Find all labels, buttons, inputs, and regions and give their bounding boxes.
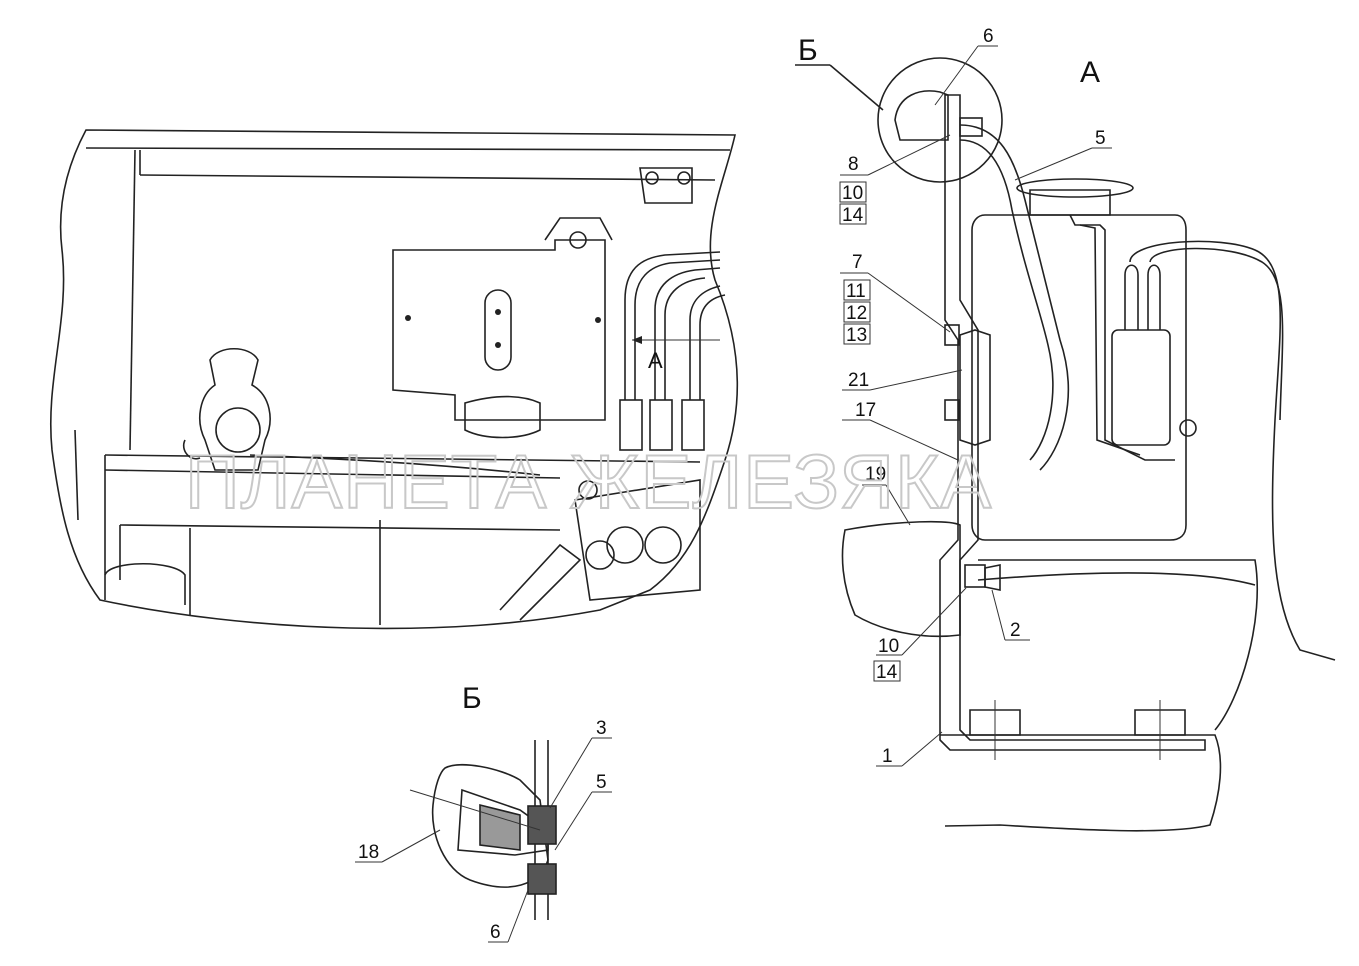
view-b-title: Б <box>462 682 482 715</box>
callout-8: 8 <box>848 154 859 175</box>
view-a-section-label: А <box>648 348 663 373</box>
callout-11: 11 <box>846 281 866 302</box>
callout-17: 17 <box>855 400 876 421</box>
callout-2: 2 <box>1010 620 1021 641</box>
callout-12-box <box>843 301 871 323</box>
callout-1: 1 <box>882 746 893 767</box>
callout-3: 3 <box>596 718 607 739</box>
view-a-title: А <box>1080 56 1100 89</box>
callout-5-detail: 5 <box>596 772 607 793</box>
view-b-callout <box>795 64 884 111</box>
detail-b-view <box>409 740 557 920</box>
callout-21: 21 <box>848 370 869 391</box>
leader-lines-view-b <box>355 737 612 943</box>
view-a-tank-assembly <box>841 57 1336 832</box>
callout-10-a: 10 <box>842 183 863 204</box>
callout-11-box <box>843 279 871 301</box>
callout-14-b: 14 <box>876 662 898 683</box>
callout-5-top: 5 <box>1095 128 1106 149</box>
callout-13: 13 <box>846 325 867 346</box>
main-assembly-view <box>49 129 739 630</box>
callout-18: 18 <box>358 842 379 863</box>
callout-13-box <box>843 323 871 345</box>
callout-14-box-a <box>839 203 867 225</box>
callout-14-box-b <box>873 660 901 682</box>
callout-19: 19 <box>865 464 886 485</box>
callout-14-a: 14 <box>842 205 864 226</box>
callout-10-b: 10 <box>878 636 899 657</box>
callout-10-box-a <box>839 181 867 203</box>
callout-6-top: 6 <box>983 26 994 47</box>
callout-7: 7 <box>852 252 863 273</box>
callout-6-detail: 6 <box>490 922 501 943</box>
watermark: ПЛАНЕТА ЖЕЛЕЗЯКА <box>185 440 992 525</box>
leader-lines-view-a <box>840 45 1112 767</box>
view-b-callout-label: Б <box>798 34 818 67</box>
callout-12: 12 <box>846 303 867 324</box>
